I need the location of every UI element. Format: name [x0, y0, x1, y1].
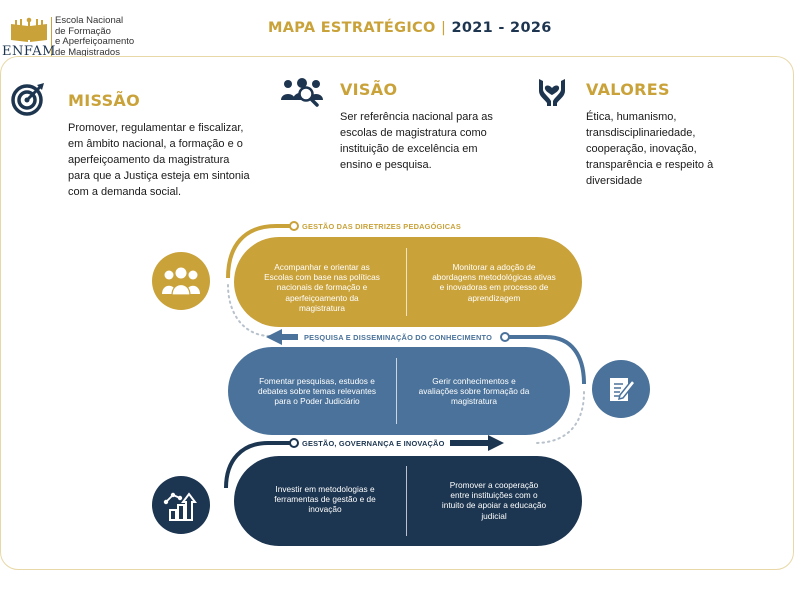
group-icon	[152, 252, 210, 310]
logo-text: Escola Nacional de Formação e Aperfeiçoa…	[55, 15, 135, 58]
document-pen-icon	[592, 360, 650, 418]
growth-chart-icon	[152, 476, 210, 534]
logo-wordmark: ENFAM	[2, 44, 56, 59]
hands-heart-icon	[536, 75, 568, 107]
top-arc-dotted	[227, 284, 271, 337]
target-icon	[10, 81, 46, 117]
band-gestao	[234, 456, 582, 546]
band-gestao-right-text: Promover a cooperação entre instituições…	[441, 480, 547, 521]
band-label-pedagogicas: GESTÃO DAS DIRETRIZES PEDAGÓGICAS	[302, 222, 461, 231]
band-gestao-divider	[406, 466, 407, 536]
band-pesquisa	[228, 347, 570, 435]
band-label-gestao: GESTÃO, GOVERNANÇA E INOVAÇÃO	[302, 439, 445, 448]
top-arc-dot	[289, 221, 299, 231]
band-gestao-left-text: Investir em metodologias e ferramentas d…	[274, 484, 376, 515]
team-search-icon	[280, 74, 324, 108]
band-pedagogicas-right-text: Monitorar a adoção de abordagens metodol…	[432, 262, 556, 303]
bottom-arc-dot	[289, 438, 299, 448]
missao-text: Promover, regulamentar e fiscalizar, em …	[68, 122, 250, 198]
logo-divider	[51, 17, 52, 57]
valores-heading: VALORES	[586, 80, 670, 99]
band-pedagogicas	[234, 237, 582, 327]
book-logo-icon	[11, 17, 47, 42]
band-pedagogicas-divider	[406, 248, 407, 316]
logo	[8, 16, 50, 44]
top-arc	[226, 224, 292, 279]
band-pesquisa-right-text: Gerir conhecimentos e avaliações sobre f…	[418, 376, 530, 407]
content-frame	[0, 56, 794, 570]
bottom-arc	[224, 441, 292, 489]
middle-arc	[504, 335, 586, 385]
band-pesquisa-left-text: Fomentar pesquisas, estudos e debates so…	[257, 376, 377, 407]
page-title: MAPA ESTRATÉGICO | 2021 - 2026	[268, 20, 552, 36]
band-pedagogicas-left-text: Acompanhar e orientar as Escolas com bas…	[264, 262, 380, 313]
visao-text: Ser referência nacional para as escolas …	[340, 111, 493, 171]
middle-arc-dotted	[534, 391, 585, 444]
band-pesquisa-divider	[396, 358, 397, 424]
middle-arc-dot	[500, 332, 510, 342]
visao-heading: VISÃO	[340, 80, 398, 99]
missao-heading: MISSÃO	[68, 91, 140, 110]
band-label-pesquisa: PESQUISA E DISSEMINAÇÃO DO CONHECIMENTO	[304, 333, 493, 342]
valores-text: Ética, humanismo, transdisciplinariedade…	[586, 111, 714, 187]
